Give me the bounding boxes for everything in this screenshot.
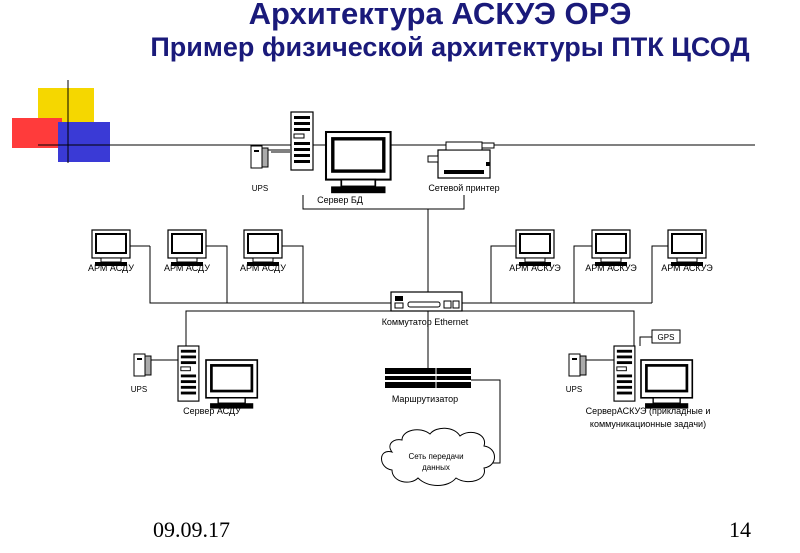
server-askue: UPS GPS СерверАСКУЭ (прикладные и коммун…	[566, 329, 711, 429]
switch-icon	[390, 291, 463, 312]
server-askue-label-line2: коммуникационные задачи)	[590, 419, 706, 429]
router-icon	[385, 368, 471, 388]
ups-left-icon	[133, 353, 152, 377]
arm-asdu-2: АРМ АСДУ	[164, 229, 210, 273]
arm-asdu-1: АРМ АСДУ	[88, 229, 134, 273]
arm-askue-3-label: АРМ АСКУЭ	[661, 263, 713, 273]
network-label-line1: Сеть передачи	[408, 452, 463, 461]
arm-asdu-1-label: АРМ АСДУ	[88, 263, 134, 273]
server-asdu-tower-icon	[177, 345, 200, 402]
server-askue-label-line1: СерверАСКУЭ (прикладные и	[586, 406, 711, 416]
network-printer-label: Сетевой принтер	[428, 183, 499, 193]
server-asdu-monitor-icon	[204, 358, 259, 410]
decorative-squares	[12, 80, 755, 163]
arm-askue-1: АРМ АСКУЭ	[509, 229, 561, 273]
network-label-line2: данных	[422, 463, 450, 472]
arm-askue-3: АРМ АСКУЭ	[661, 229, 713, 273]
server-askue-tower-icon	[613, 345, 636, 402]
arm-asdu-2-label: АРМ АСДУ	[164, 263, 210, 273]
ups-right-icon	[568, 353, 587, 377]
switch-label: Коммутатор Ethernet	[382, 317, 469, 327]
ups-left-label: UPS	[131, 385, 147, 394]
server-bd-tower-icon	[290, 111, 314, 171]
network-printer: Сетевой принтер	[427, 141, 500, 193]
arm-askue-2: АРМ АСКУЭ	[585, 229, 637, 273]
server-bd: UPS Сервер БД	[250, 111, 393, 205]
server-asdu: UPS Сервер АСДУ	[131, 345, 259, 416]
server-bd-label: Сервер БД	[317, 195, 363, 205]
server-asdu-label: Сервер АСДУ	[183, 406, 241, 416]
data-network-cloud: Сеть передачи данных	[381, 427, 495, 486]
gps-box	[651, 329, 681, 344]
ups-top-icon	[250, 145, 269, 169]
server-bd-monitor-icon	[324, 130, 393, 195]
server-askue-monitor-icon	[639, 358, 694, 410]
ups-top-label: UPS	[252, 184, 268, 193]
router-label: Маршрутизатор	[392, 394, 458, 404]
arm-asdu-3: АРМ АСДУ	[240, 229, 286, 273]
arm-asdu-3-label: АРМ АСДУ	[240, 263, 286, 273]
arm-asdu-1-monitor-icon	[91, 229, 131, 267]
arm-asdu-2-monitor-icon	[167, 229, 207, 267]
arm-askue-2-label: АРМ АСКУЭ	[585, 263, 637, 273]
slide-date: 09.09.17	[153, 517, 230, 542]
arm-askue-3-monitor-icon	[667, 229, 707, 267]
arm-asdu-3-monitor-icon	[243, 229, 283, 267]
arm-askue-2-monitor-icon	[591, 229, 631, 267]
ups-right-label: UPS	[566, 385, 582, 394]
ethernet-switch: Коммутатор Ethernet	[382, 291, 469, 327]
arm-askue-1-label: АРМ АСКУЭ	[509, 263, 561, 273]
router: Маршрутизатор	[385, 368, 471, 404]
gps-label: GPS	[658, 333, 675, 342]
page-number: 14	[729, 517, 751, 542]
arm-askue-1-monitor-icon	[515, 229, 555, 267]
slide-title: Архитектура АСКУЭ ОРЭ	[248, 0, 632, 31]
printer-icon	[427, 141, 495, 179]
slide-subtitle: Пример физической архитектуры ПТК ЦСОД	[150, 32, 750, 62]
